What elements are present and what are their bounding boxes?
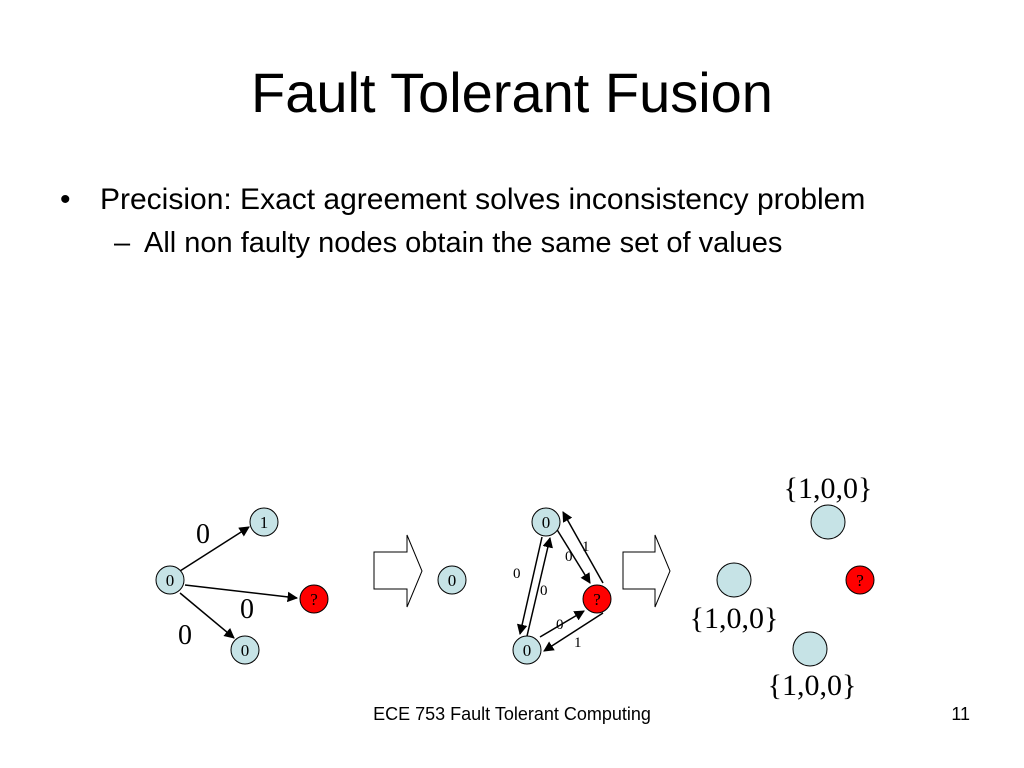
- edge-label: 0: [540, 583, 548, 599]
- edge-label: 0: [178, 620, 192, 651]
- edge-top-to-bottom: [516, 536, 543, 636]
- node-top: 1: [249, 507, 279, 537]
- value-set-label: {1,0,0}: [784, 472, 873, 505]
- node-label: 1: [260, 513, 269, 532]
- node-source: 0: [155, 565, 185, 595]
- edge-bottom-to-top: [526, 536, 553, 637]
- bullet-item: • Precision: Exact agreement solves inco…: [58, 182, 978, 217]
- stage-3-result: {1,0,0} {1,0,0} {1,0,0} ?: [690, 472, 875, 702]
- bullet-text: Precision: Exact agreement solves incons…: [100, 183, 866, 216]
- node-faulty: ?: [845, 565, 875, 595]
- edge-label: 0: [240, 594, 254, 625]
- stage-1-broadcast: 0 0 0 0 1 ? 0: [155, 507, 329, 665]
- value-set-label: {1,0,0}: [768, 669, 857, 702]
- edge-source-to-bottom: [179, 592, 235, 639]
- edge-label: 0: [565, 549, 573, 565]
- sub-bullet-marker: –: [114, 227, 131, 259]
- edge-label: 0: [196, 519, 210, 550]
- block-arrow-1: [373, 534, 423, 608]
- stage-2-exchange: 0 0 1 0 0 0 1 0 ? 0: [437, 507, 612, 665]
- bullet-marker: •: [60, 183, 71, 216]
- slide-title: Fault Tolerant Fusion: [251, 61, 773, 124]
- edge-bottom-to-faulty: [539, 610, 585, 638]
- bullet-list: • Precision: Exact agreement solves inco…: [58, 182, 978, 261]
- node-faulty: ?: [582, 584, 612, 614]
- node-bottom: 0: [512, 635, 542, 665]
- node-label: 0: [448, 571, 457, 590]
- node-bottom: [792, 631, 828, 667]
- value-set-label: {1,0,0}: [690, 602, 779, 635]
- edge-top-to-faulty: [555, 527, 591, 584]
- node-bottom: 0: [230, 635, 260, 665]
- node-label: 0: [542, 513, 551, 532]
- node-label: ?: [593, 590, 601, 609]
- edge-label: 0: [513, 566, 521, 582]
- edge-faulty-to-top: [562, 511, 604, 584]
- footer-course-title: ECE 753 Fault Tolerant Computing: [373, 704, 651, 724]
- sub-bullet-text: All non faulty nodes obtain the same set…: [144, 227, 783, 259]
- node-source: 0: [437, 565, 467, 595]
- block-arrow-2: [622, 534, 671, 608]
- node-left: [716, 562, 752, 598]
- node-faulty: ?: [299, 584, 329, 614]
- node-top: 0: [531, 507, 561, 537]
- edge-label: 0: [556, 617, 564, 633]
- edge-source-to-top: [179, 526, 250, 572]
- edge-source-to-faulty: [184, 584, 299, 603]
- node-label: ?: [310, 590, 318, 609]
- page-number: 11: [951, 704, 970, 724]
- node-label: ?: [856, 571, 864, 590]
- node-top: [810, 504, 846, 540]
- edge-faulty-to-bottom: [543, 612, 604, 652]
- edge-label: 1: [574, 635, 582, 651]
- node-label: 0: [241, 641, 250, 660]
- node-label: 0: [523, 641, 532, 660]
- edge-label: 1: [582, 539, 590, 555]
- sub-bullet-item: – All non faulty nodes obtain the same s…: [58, 226, 978, 261]
- node-label: 0: [166, 571, 175, 590]
